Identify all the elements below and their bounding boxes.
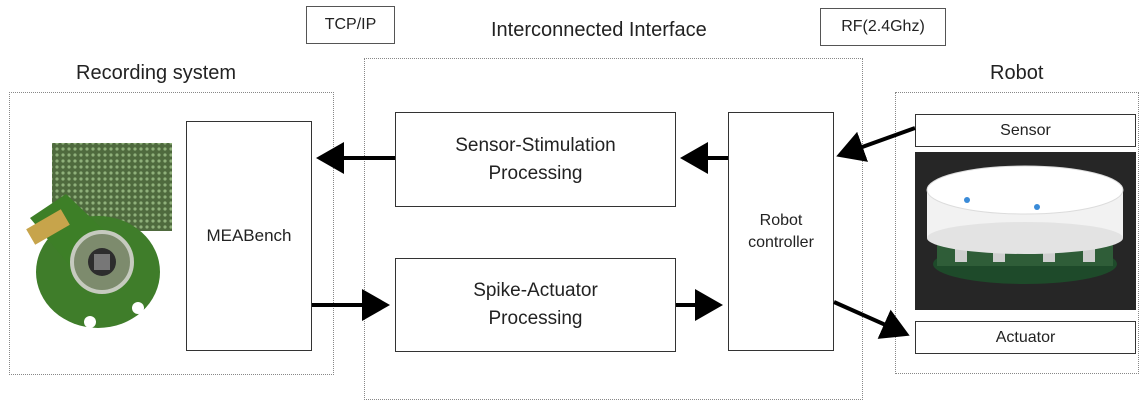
sensor-stimulation-processing-block: Sensor-Stimulation Processing <box>395 112 676 207</box>
arrow-sensor-to-controller <box>836 126 916 162</box>
sensor-label: Sensor <box>1000 121 1051 139</box>
robot-controller-label: Robot controller <box>748 211 814 251</box>
sensor-stimulation-processing-label: Sensor-Stimulation Processing <box>455 134 616 184</box>
robot-controller-block: Robot controller <box>728 112 834 351</box>
spike-actuator-processing-block: Spike-Actuator Processing <box>395 258 676 352</box>
actuator-block: Actuator <box>915 321 1136 354</box>
sensor-block: Sensor <box>915 114 1136 147</box>
robot-photo <box>915 152 1136 310</box>
spike-actuator-processing-label: Spike-Actuator Processing <box>473 280 598 329</box>
actuator-label: Actuator <box>995 328 1056 346</box>
meabench-label: MEABench <box>206 226 292 245</box>
interconnected-interface-title: Interconnected Interface <box>491 19 707 41</box>
recording-system-frame <box>9 92 334 375</box>
interconnected-interface-frame <box>364 58 863 400</box>
arrow-controller-to-actuator <box>833 300 910 339</box>
rf-tag: RF(2.4Ghz) <box>820 8 946 46</box>
meabench-block: MEABench <box>186 121 312 351</box>
tcp-ip-tag: TCP/IP <box>306 6 395 44</box>
robot-title: Robot <box>990 62 1044 84</box>
robot-frame <box>895 92 1139 374</box>
mea-chip-illustration <box>26 143 172 328</box>
recording-system-title: Recording system <box>76 62 237 84</box>
